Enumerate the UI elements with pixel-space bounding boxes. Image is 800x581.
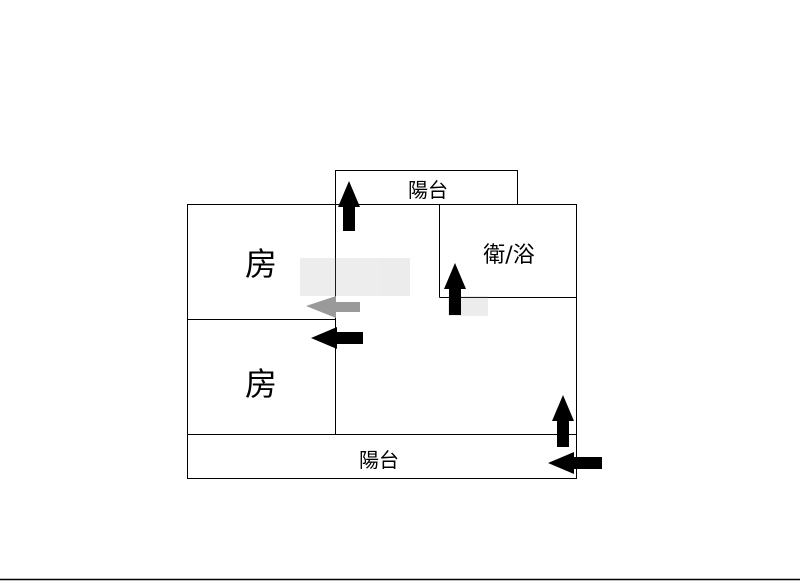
label-balcony-top: 陽台 (408, 178, 448, 202)
arrow-bedroom-2-door-icon (311, 327, 363, 349)
watermark-arrow (306, 296, 360, 318)
watermark-block (300, 258, 410, 296)
arrow-lower-right-entrance-icon (548, 452, 602, 474)
walls (187, 170, 577, 479)
arrow-bathroom-door-icon (444, 263, 466, 315)
label-bedroom-2: 房 (245, 365, 277, 403)
arrow-lower-right-up-icon (552, 395, 574, 447)
arrow-balcony-door-icon (338, 181, 360, 231)
label-bathroom: 衛/浴 (483, 243, 534, 268)
wall-outer (187, 204, 577, 479)
direction-arrows (311, 181, 602, 474)
label-balcony-bottom: 陽台 (359, 448, 399, 472)
label-bedroom-1: 房 (245, 245, 277, 283)
